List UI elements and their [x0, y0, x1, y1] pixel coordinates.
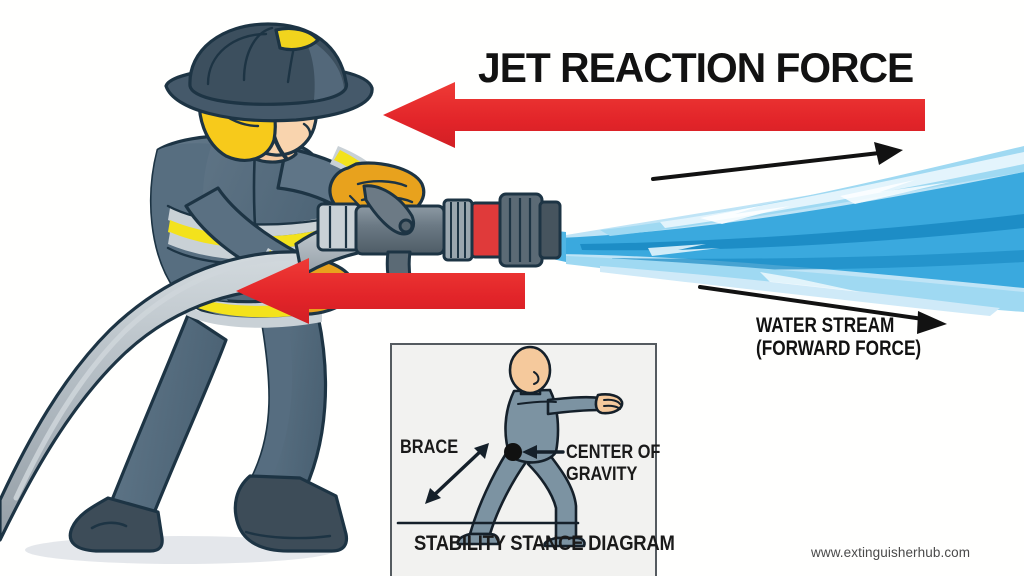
jet-reaction-arrow-top: [383, 82, 925, 148]
water-direction-arrow-upper: [651, 142, 903, 181]
water-stream-label-line2: (FORWARD FORCE): [756, 337, 922, 360]
center-of-gravity-label: CENTER OF GRAVITY: [566, 442, 660, 486]
stability-stance-caption: STABILITY STANCE DIAGRAM: [414, 532, 675, 555]
water-stream-label: WATER STREAM (FORWARD FORCE): [756, 314, 921, 360]
brace-label: BRACE: [400, 437, 459, 458]
jet-reaction-arrow-lower: [236, 258, 525, 324]
center-of-gravity-label-line1: CENTER OF: [566, 442, 661, 463]
water-stream-label-line1: WATER STREAM: [756, 314, 895, 337]
water-direction-arrow-lower: [698, 285, 947, 334]
watermark: www.extinguisherhub.com: [811, 545, 971, 560]
water-stream: [530, 146, 1024, 316]
center-of-gravity-label-line2: GRAVITY: [566, 464, 638, 485]
jet-reaction-force-label: JET REACTION FORCE: [478, 44, 914, 91]
